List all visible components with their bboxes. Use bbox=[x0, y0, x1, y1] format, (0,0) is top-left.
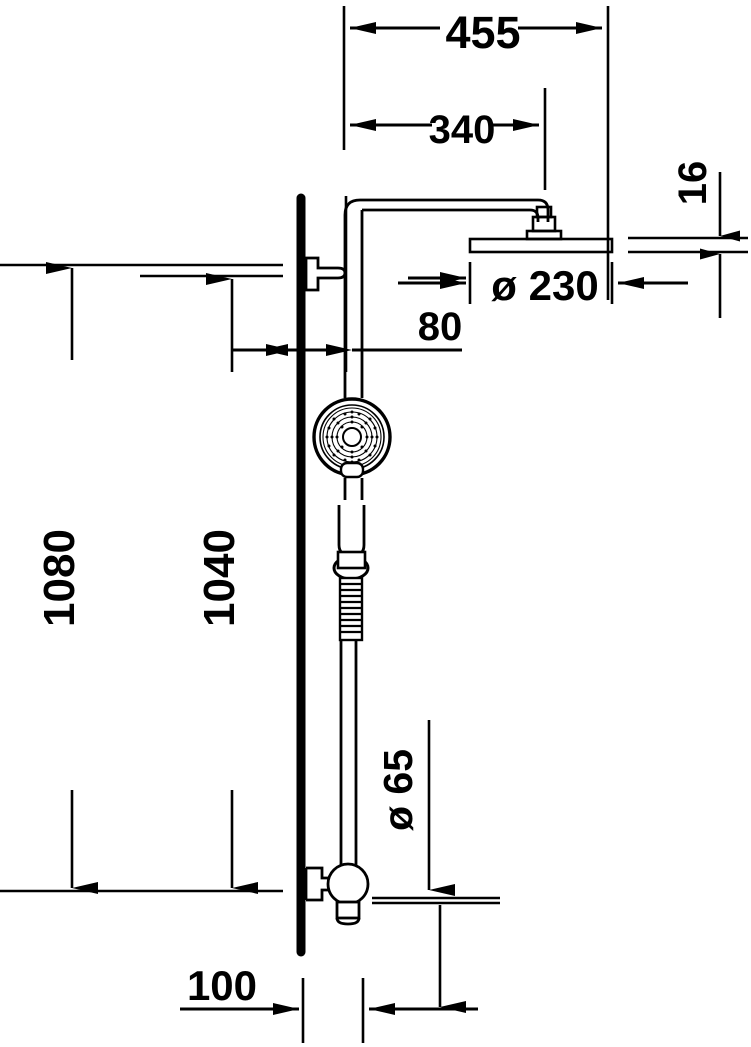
dimension-label-340: 340 bbox=[429, 108, 496, 152]
dimension-label-100: 100 bbox=[187, 962, 257, 1009]
horizontal-shower-arm bbox=[343, 198, 550, 222]
dimension-label-1040: 1040 bbox=[195, 529, 244, 627]
shower-hose bbox=[338, 576, 364, 642]
dimension-100 bbox=[180, 901, 500, 1043]
dimension-340 bbox=[350, 88, 547, 190]
vertical-riser-pipe bbox=[339, 210, 364, 868]
dimension-label-16: 16 bbox=[671, 161, 715, 206]
hand-shower-holder-bracket bbox=[332, 505, 370, 581]
hand-shower-spray-head bbox=[312, 397, 392, 479]
dimension-label-1080: 1080 bbox=[35, 529, 84, 627]
dimension-label-80: 80 bbox=[418, 305, 463, 349]
dimension-16 bbox=[628, 172, 748, 318]
dimension-label-diameter-230: ø 230 bbox=[491, 262, 598, 309]
dimension-label-455: 455 bbox=[445, 7, 520, 58]
dimension-1040 bbox=[140, 273, 292, 894]
overhead-rain-shower-head bbox=[468, 205, 614, 254]
bottom-mixer-valve-body bbox=[304, 862, 370, 926]
upper-wall-mounting-bracket bbox=[304, 256, 347, 292]
dimension-label-diameter-65: ø 65 bbox=[375, 749, 421, 831]
dimension-diameter-65 bbox=[372, 720, 500, 900]
